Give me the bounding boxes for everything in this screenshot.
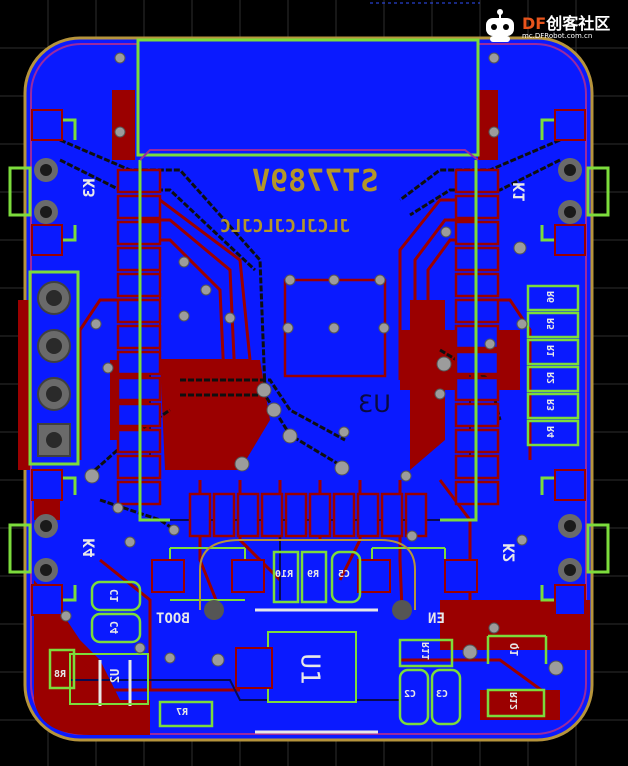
u2-label: U2 (108, 668, 123, 684)
r1-label: R1 (546, 344, 558, 358)
c1-label: C1 (108, 588, 122, 603)
u2-pad (69, 653, 149, 705)
r8-label: R8 (54, 669, 67, 680)
r5-label: R5 (546, 317, 558, 331)
en-button (357, 547, 478, 593)
watermark-brand: DF创客社区 (522, 10, 610, 34)
q1-label: Q1 (508, 642, 522, 657)
antenna-keepout (139, 149, 479, 161)
watermark-brand-prefix: DF (522, 14, 547, 33)
r12-box (486, 688, 546, 718)
caps-left (90, 580, 142, 644)
r9-label: R9 (307, 569, 320, 580)
c4-label: C4 (108, 620, 122, 635)
switch-k1 (540, 109, 610, 256)
k3-label: K3 (79, 178, 99, 198)
c2-label: C2 (404, 689, 417, 700)
boot-via (204, 600, 224, 620)
u2-outline (98, 660, 132, 706)
switch-k2 (540, 469, 610, 616)
switch-k4 (8, 469, 77, 616)
resistor-array (526, 284, 580, 447)
r11-label: R11 (421, 641, 433, 661)
passives-center (272, 550, 362, 604)
watermark-url: mc.DFRobot.com.cn (522, 32, 593, 40)
antenna-area (136, 38, 480, 157)
k2-label: K2 (499, 543, 519, 563)
pin-header (28, 270, 80, 466)
r7-box (158, 700, 214, 728)
en-label: EN (428, 611, 445, 627)
r8-box (48, 648, 76, 690)
robot-logo-icon (486, 9, 514, 42)
r6-label: R6 (546, 290, 558, 304)
u1-label: U1 (294, 653, 325, 685)
u3-label: U3 (358, 390, 391, 418)
usb-outline (199, 539, 416, 610)
r3-label: R3 (546, 398, 558, 412)
u1-ldo (267, 631, 357, 703)
k4-label: K4 (79, 538, 99, 558)
r12-label: R12 (509, 691, 521, 711)
module-outline (138, 160, 478, 522)
passives-right (398, 638, 462, 726)
q1-outline (486, 634, 548, 664)
r2-label: R2 (546, 371, 558, 385)
vias (60, 52, 564, 676)
boot-button (151, 547, 265, 601)
module-center-line (159, 250, 250, 361)
k1-label: K1 (509, 182, 529, 202)
r7-label: R7 (176, 707, 189, 718)
watermark-brand-suffix: 创客社区 (546, 14, 611, 33)
c3-label: C3 (436, 689, 449, 700)
chip-name-label: ST7789V (252, 164, 379, 199)
r10-label: R10 (275, 569, 294, 580)
en-via (392, 600, 412, 620)
jlc-label: JLCJLCJLCJLC (220, 216, 351, 237)
u1-pad (235, 647, 273, 689)
c5-label: C5 (338, 569, 351, 580)
boot-label: BOOT (156, 611, 190, 627)
dfrobot-watermark: DF创客社区 mc.DFRobot.com.cn (478, 2, 626, 46)
r4-label: R4 (546, 425, 558, 439)
switch-k3 (8, 109, 77, 256)
